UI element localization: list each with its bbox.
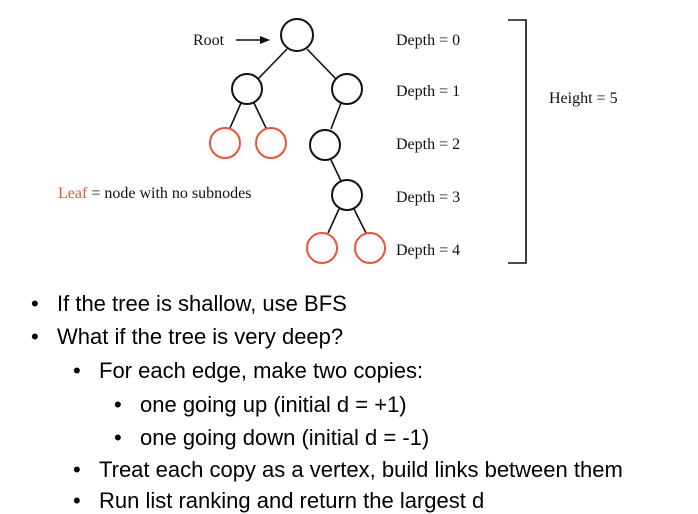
bullet-text: one going up (initial d = +1): [140, 392, 407, 417]
height-label: Height = 5: [549, 90, 618, 107]
leaf-definition: = node with no subnodes: [87, 185, 251, 202]
bullet-dot-icon: •: [114, 425, 122, 450]
bullet-item: • Run list ranking and return the larges…: [73, 488, 485, 513]
height-bracket: [508, 19, 527, 264]
tree-node: [231, 73, 263, 105]
bullet-item: • If the tree is shallow, use BFS: [31, 291, 347, 316]
bullet-dot-icon: •: [31, 324, 39, 349]
bullet-dot-icon: •: [114, 392, 122, 417]
edge: [256, 48, 288, 81]
tree-nodes: [209, 18, 386, 264]
bullet-item: • Treat each copy as a vertex, build lin…: [73, 457, 623, 482]
bullet-dot-icon: •: [73, 488, 81, 513]
root-label: Root: [193, 32, 225, 49]
root-node: [280, 18, 314, 52]
edge: [330, 159, 342, 182]
tree-node: [331, 179, 363, 211]
depth-label: Depth = 1: [396, 83, 460, 100]
tree-edges: [229, 48, 367, 234]
root-arrow: [236, 36, 270, 44]
bullet-text: Run list ranking and return the largest …: [99, 488, 485, 513]
bullet-text: Treat each copy as a vertex, build links…: [99, 457, 623, 482]
edge: [306, 48, 338, 81]
bullet-item: • one going up (initial d = +1): [114, 392, 407, 417]
leaf-legend: Leaf = node with no subnodes: [58, 185, 251, 202]
edge: [327, 208, 340, 234]
leaf-node: [209, 127, 241, 159]
edge: [229, 102, 242, 129]
leaf-node: [354, 232, 386, 264]
bullet-dot-icon: •: [31, 291, 39, 316]
depth-label: Depth = 2: [396, 136, 460, 153]
bullet-text: If the tree is shallow, use BFS: [57, 291, 347, 316]
tree-diagram: Root Depth = 0 Depth = 1 Depth = 2 Depth…: [58, 18, 618, 264]
edge: [353, 208, 367, 234]
bullet-item: • What if the tree is very deep?: [31, 324, 344, 349]
depth-label: Depth = 3: [396, 189, 460, 206]
tree-node: [309, 129, 341, 161]
bullet-dot-icon: •: [73, 358, 81, 383]
bullet-text: one going down (initial d = -1): [140, 425, 430, 450]
bullet-text: For each edge, make two copies:: [99, 358, 424, 383]
tree-node: [331, 73, 363, 105]
leaf-node: [306, 232, 338, 264]
bullet-dot-icon: •: [73, 457, 81, 482]
depth-label: Depth = 4: [396, 242, 460, 259]
leaf-word: Leaf: [58, 185, 88, 202]
bullet-item: • For each edge, make two copies:: [73, 358, 424, 383]
depth-label: Depth = 0: [396, 32, 460, 49]
edge: [253, 102, 267, 129]
bullet-text: What if the tree is very deep?: [57, 324, 344, 349]
edge: [330, 102, 342, 130]
leaf-node: [255, 127, 287, 159]
bullet-item: • one going down (initial d = -1): [114, 425, 430, 450]
